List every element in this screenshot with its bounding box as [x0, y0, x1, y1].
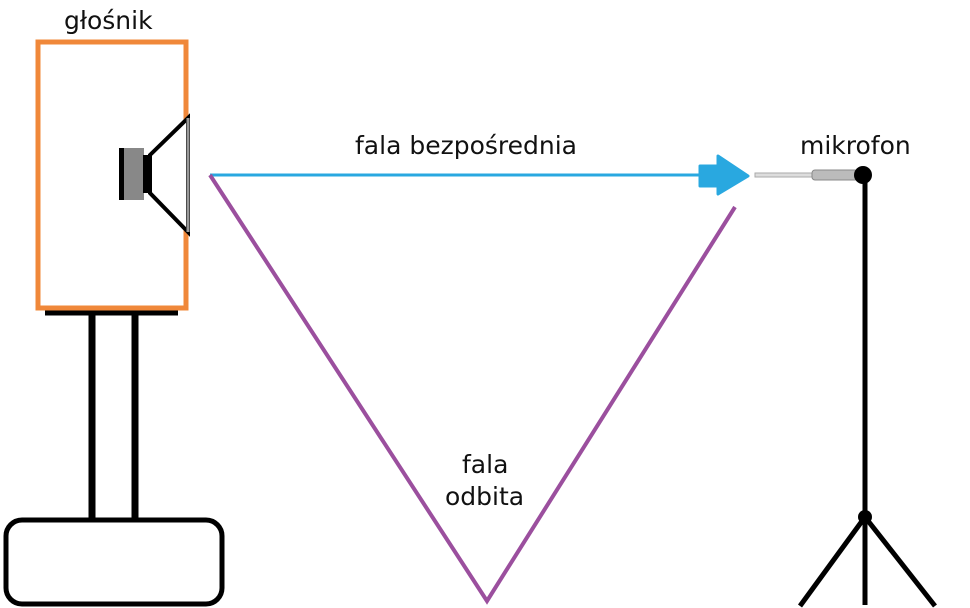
microphone-icon	[754, 172, 816, 178]
microphone	[754, 166, 937, 608]
reflected-wave-label-line1: fala	[462, 450, 509, 479]
stand-leg-right	[863, 515, 937, 608]
speaker	[3, 39, 225, 607]
speaker-label: głośnik	[64, 6, 153, 35]
stand-leg-left	[797, 515, 868, 608]
reflected-wave-path	[208, 173, 737, 605]
speaker-driver-icon	[119, 113, 190, 237]
reflected-wave-label-line2: odbita	[445, 482, 525, 511]
direct-wave-arrow	[210, 154, 750, 196]
speaker-base	[3, 517, 225, 607]
direct-wave-label: fala bezpośrednia	[355, 131, 577, 160]
microphone-label: mikrofon	[800, 131, 911, 160]
